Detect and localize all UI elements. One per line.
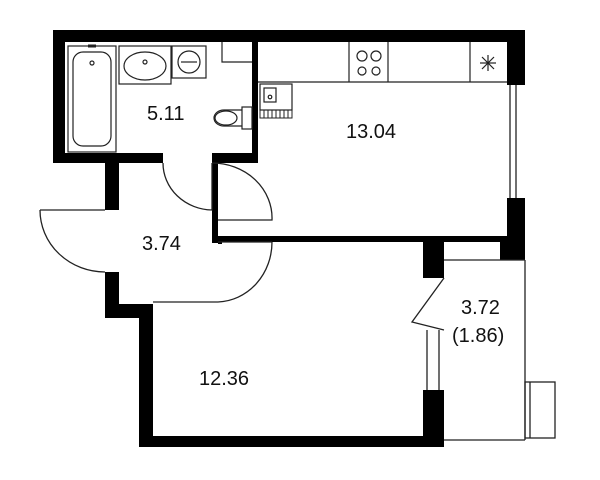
walls <box>53 30 525 447</box>
wall-bed-right-lower <box>423 390 444 447</box>
wall-bed-bottom <box>139 436 444 447</box>
kitchen-door-arc <box>211 162 273 221</box>
entrance-door-arc <box>39 209 106 273</box>
wall-bath-bottom-left <box>53 153 163 163</box>
kitchen-sink-icon <box>259 83 293 111</box>
washbasin-icon <box>118 45 172 85</box>
toilet-icon <box>213 106 253 130</box>
wall-top <box>53 30 525 42</box>
wall-right-upper <box>507 30 525 85</box>
wall-hall-left-upper <box>105 163 119 210</box>
washing-machine-icon <box>171 45 207 79</box>
wall-bath-left <box>53 30 65 163</box>
area-loggia-reduced: (1.86) <box>452 325 504 347</box>
wall-hall-right-upper <box>212 163 218 243</box>
wall-bath-bottom-right <box>212 153 258 163</box>
area-bathroom: 5.11 <box>147 103 184 125</box>
wall-kitchen-bottom <box>218 236 507 242</box>
bath-door-arc <box>162 162 213 211</box>
wall-hall-bed <box>218 242 222 244</box>
area-bedroom: 12.36 <box>199 368 249 390</box>
loggia-door-leaf <box>410 277 445 331</box>
wall-bed-left <box>139 304 153 447</box>
bathtub-icon <box>67 44 117 153</box>
loggia-balcony-box <box>524 381 556 439</box>
bath-shaft <box>221 42 252 63</box>
area-hallway: 3.74 <box>142 233 181 255</box>
cooktop-icon <box>356 50 382 76</box>
radiator-icon <box>480 55 496 71</box>
boiler-icon <box>259 109 293 119</box>
area-kitchen-living: 13.04 <box>346 121 396 143</box>
wall-bath-kitchen <box>252 42 258 163</box>
kitchen-counter <box>258 42 507 83</box>
thin-lines <box>39 85 556 441</box>
wall-bed-right-upper <box>423 242 444 278</box>
area-labels: 5.11 13.04 3.74 12.36 3.72 (1.86) <box>142 103 504 390</box>
bedroom-door-arc <box>217 241 273 303</box>
wall-kitchen-bottom-right <box>500 236 525 260</box>
area-loggia: 3.72 <box>461 297 500 319</box>
